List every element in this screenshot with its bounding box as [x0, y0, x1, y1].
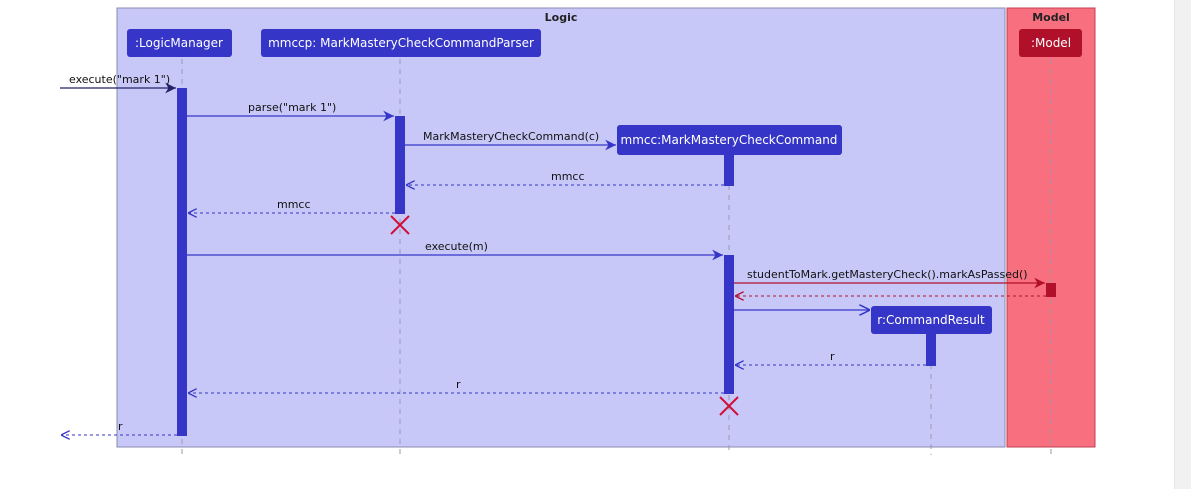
message-mark-passed-label: studentToMark.getMasteryCheck().markAsPa…: [747, 268, 1028, 281]
logic-group-title: Logic: [545, 11, 578, 24]
activation-command-create: [724, 155, 734, 186]
message-return-mmcc-1-label: mmcc: [551, 170, 585, 183]
activation-command-result: [926, 334, 936, 366]
participant-command-label: mmcc:MarkMasteryCheckCommand: [621, 133, 838, 147]
participant-command-result-box: [871, 306, 992, 334]
participant-parser-box: [261, 29, 541, 57]
message-parse-label: parse("mark 1"): [248, 101, 336, 114]
participant-command-box: [617, 125, 842, 155]
participant-model-label: :Model: [1031, 36, 1071, 50]
message-return-r-1-label: r: [830, 350, 835, 363]
participant-logic-manager-box: [127, 29, 232, 57]
message-execute-mark-label: execute("mark 1"): [69, 73, 170, 86]
participant-command-result-label: r:CommandResult: [877, 313, 985, 327]
activation-model: [1046, 283, 1056, 297]
message-return-mmcc-2-label: mmcc: [277, 198, 311, 211]
logic-group-box: [116, 7, 1006, 448]
destroy-command-icon: [719, 396, 739, 416]
activation-parser: [395, 116, 405, 214]
destroy-parser-icon: [390, 215, 410, 235]
participant-parser-label: mmccp: MarkMasteryCheckCommandParser: [268, 36, 534, 50]
model-group-title: Model: [1032, 11, 1070, 24]
participant-logic-manager-label: :LogicManager: [135, 36, 223, 50]
participant-model-box: [1019, 29, 1082, 57]
activation-logic-manager: [177, 88, 187, 436]
message-return-r-3-label: r: [118, 420, 123, 433]
vertical-scrollbar[interactable]: [1174, 0, 1191, 489]
message-return-r-2-label: r: [456, 378, 461, 391]
activation-command-execute: [724, 255, 734, 394]
message-create-command-label: MarkMasteryCheckCommand(c): [423, 130, 599, 143]
message-execute-m-label: execute(m): [425, 240, 488, 253]
